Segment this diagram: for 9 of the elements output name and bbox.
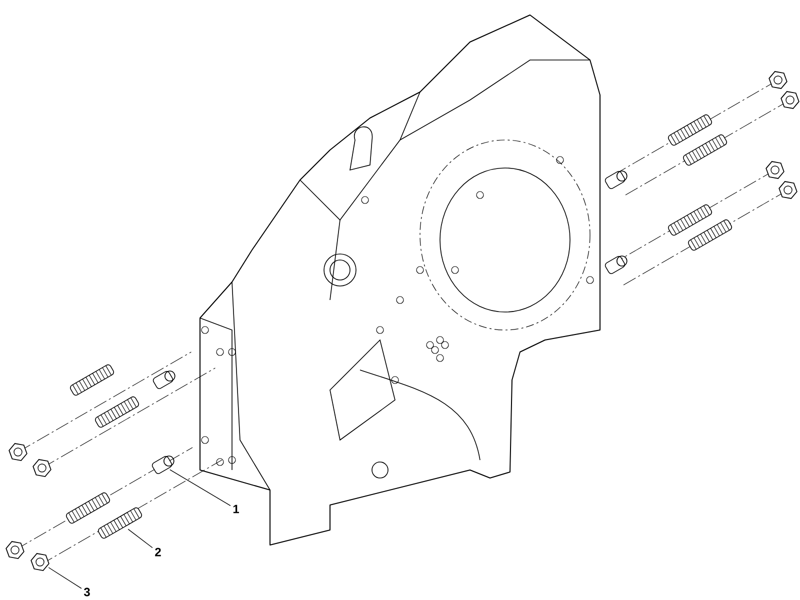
leader-line	[128, 528, 153, 548]
leader-line	[170, 469, 231, 506]
nut	[30, 553, 50, 571]
leader-line	[48, 567, 82, 589]
callout-number: 1	[233, 504, 239, 514]
callout-number: 3	[84, 588, 90, 596]
dowel-pin	[152, 456, 174, 474]
stud	[98, 507, 142, 539]
callout-number: 2	[155, 548, 161, 556]
